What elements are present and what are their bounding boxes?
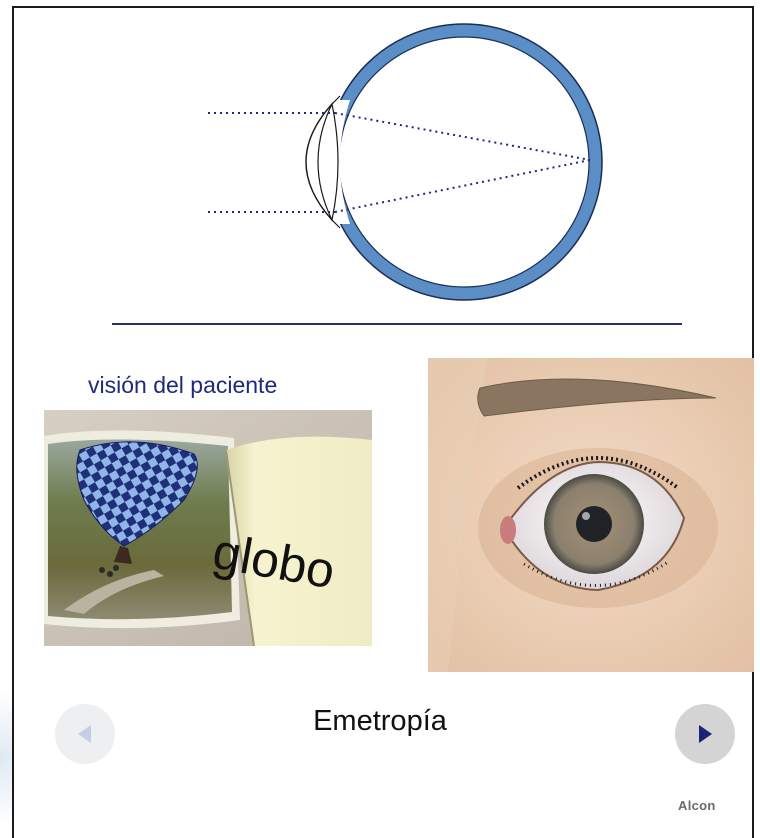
section-divider: [112, 323, 682, 325]
lens: [318, 104, 338, 220]
eye-interior: [339, 37, 589, 287]
eye-cross-section-diagram: [180, 20, 620, 310]
triangle-left-icon: [74, 723, 96, 745]
triangle-right-icon: [694, 723, 716, 745]
patient-vision-illustration: globo: [44, 410, 372, 646]
patient-vision-caption: visión del paciente: [88, 372, 277, 399]
pupil: [576, 506, 612, 542]
previous-button[interactable]: [55, 704, 115, 764]
eye-illustration: [428, 358, 754, 672]
next-button[interactable]: [675, 704, 735, 764]
brand-logo: Alcon: [678, 798, 716, 813]
